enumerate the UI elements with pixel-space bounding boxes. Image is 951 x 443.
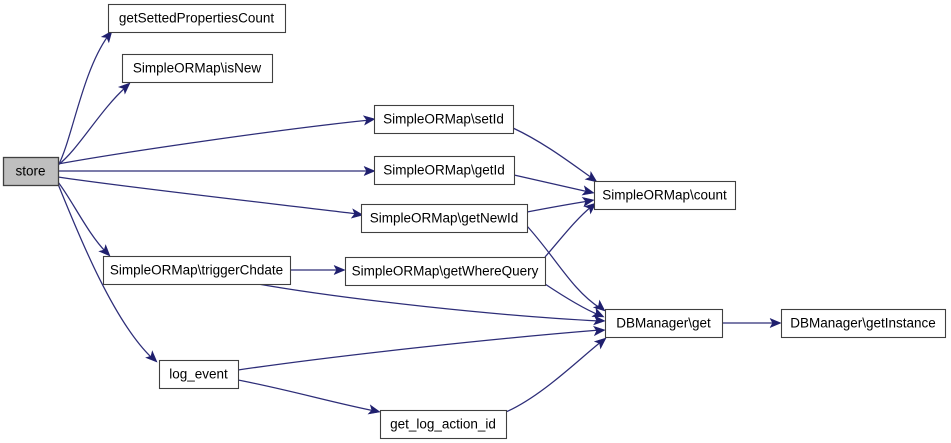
node-box-getNewId[interactable] [360,203,529,234]
node-store[interactable]: store [2,156,60,187]
node-box-getId[interactable] [373,155,516,186]
arrowhead-store-to-getId [363,165,376,177]
node-box-triggerChdate[interactable] [102,255,292,286]
call-edge-log_event-to-dbget [237,329,601,371]
edges-layer [57,30,782,415]
call-edge-store-to-setId [57,119,371,165]
arrowhead-store-to-getNewId [350,208,364,219]
node-getId[interactable]: SimpleORMap\getId [373,155,516,186]
arrowhead-dbget-to-dbgetInstance [769,317,782,329]
node-box-dbget[interactable] [604,308,724,339]
arrowhead-setId-to-count [584,171,598,183]
arrowhead-getNewId-to-dbget [592,299,606,312]
node-log_event[interactable]: log_event [158,359,240,390]
node-count[interactable]: SimpleORMap\count [593,180,737,211]
node-box-count[interactable] [593,180,737,211]
arrowhead-store-to-setId [362,115,376,126]
call-edge-get_log_action_id-to-dbget [505,340,603,413]
call-edge-store-to-isNew [57,86,127,166]
node-box-get_log_action_id[interactable] [379,409,508,440]
node-get_log_action_id[interactable]: get_log_action_id [379,409,508,440]
node-getNewId[interactable]: SimpleORMap\getNewId [360,203,529,234]
node-box-getSettedPropertiesCount[interactable] [107,3,287,34]
call-edge-getNewId-to-dbget [526,225,601,309]
node-setId[interactable]: SimpleORMap\setId [373,104,515,135]
nodes-layer: store getSettedPropertiesCountSimpleORMap… [2,3,947,440]
call-edge-getId-to-count [513,174,590,193]
call-edge-getNewId-to-count [526,200,590,213]
node-getSettedPropertiesCount[interactable]: getSettedPropertiesCount [107,3,287,34]
call-edge-store-to-triggerChdate [57,181,107,253]
call-edge-store-to-log_event [57,183,153,359]
call-edge-getWhereQuery-to-dbget [544,283,600,316]
arrowhead-getWhereQuery-to-dbget [591,307,605,318]
node-box-isNew[interactable] [121,53,274,84]
call-edge-log_event-to-get_log_action_id [237,379,376,412]
arrowhead-getWhereQuery-to-count [583,202,597,215]
call-edge-setId-to-count [512,127,593,179]
arrowhead-triggerChdate-to-getWhereQuery [333,264,346,276]
call-edge-triggerChdate-to-dbget [257,283,601,322]
arrowhead-store-to-log_event [145,350,158,363]
arrowhead-store-to-triggerChdate [98,244,111,257]
arrowhead-getNewId-to-count [581,196,595,208]
node-box-setId[interactable] [373,104,515,135]
arrowhead-triggerChdate-to-dbget [593,315,606,326]
node-dbgetInstance[interactable]: DBManager\getInstance [780,308,947,339]
node-getWhereQuery[interactable]: SimpleORMap\getWhereQuery [344,256,547,287]
arrowhead-log_event-to-dbget [593,325,606,337]
node-box-store[interactable] [2,156,60,187]
call-edge-getWhereQuery-to-count [544,205,593,258]
arrowhead-get_log_action_id-to-dbget [593,337,607,350]
arrowhead-store-to-getSettedPropertiesCount [100,30,113,44]
node-box-dbgetInstance[interactable] [780,308,947,339]
node-box-getWhereQuery[interactable] [344,256,547,287]
call-edge-store-to-getSettedPropertiesCount [57,35,109,167]
arrowhead-getId-to-count [581,185,595,196]
node-box-log_event[interactable] [158,359,240,390]
arrowhead-store-to-isNew [117,82,131,95]
node-isNew[interactable]: SimpleORMap\isNew [121,53,274,84]
arrowhead-log_event-to-get_log_action_id [367,404,381,415]
call-edge-store-to-getNewId [57,176,359,215]
node-triggerChdate[interactable]: SimpleORMap\triggerChdate [102,255,292,286]
node-dbget[interactable]: DBManager\get [604,308,724,339]
